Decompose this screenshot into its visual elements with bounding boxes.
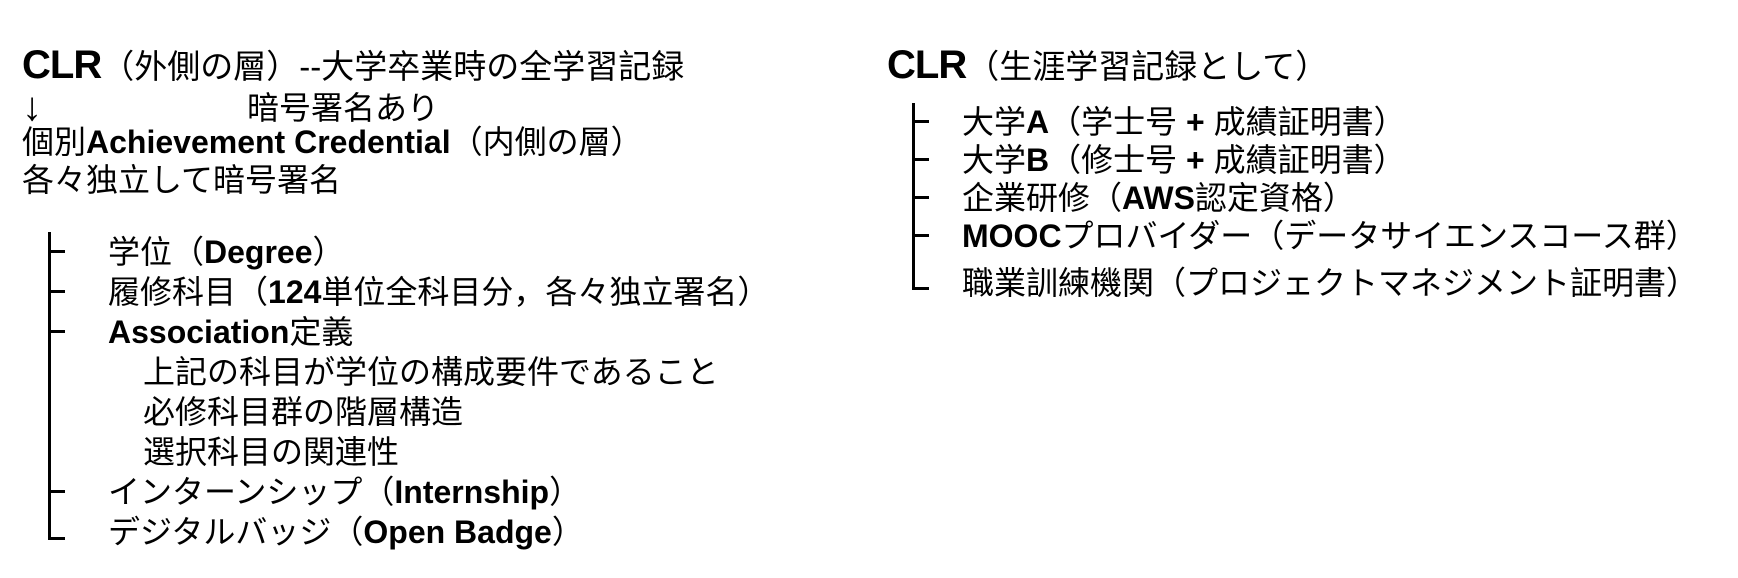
text-segment: B [1026,142,1050,178]
text-segment: MOOC [962,218,1062,254]
text-segment: ） [551,514,584,550]
text-segment: 大学 [962,104,1027,140]
text-segment: Degree [204,234,313,270]
tree-item-label: 選択科目の関連性 [143,434,399,470]
text-segment: ） [312,234,345,270]
tree-item: 職業訓練機関（プロジェクトマネジメント証明書） [912,264,1738,302]
branch-tick-icon [48,290,65,293]
text-segment: インターンシップ（ [108,474,395,510]
text-segment: 選択科目の関連性 [143,434,400,470]
tree-item-label: Association定義 [108,314,353,350]
text-segment: 認定資格） [1194,180,1355,216]
tree-item: MOOCプロバイダー（データサイエンスコース群） [912,217,1738,255]
tree-item-label: MOOCプロバイダー（データサイエンスコース群） [962,218,1698,254]
text-segment: AWS [1122,180,1195,216]
text-segment: + [1186,104,1205,140]
tree-item-label: 履修科目（124単位全科目分，各々独立署名） [108,274,769,310]
tree-item: 必修科目群の階層構造 [48,392,868,432]
right-title-text: （生涯学習記録として） [966,48,1329,85]
tree-item: 大学B（修士号 + 成績証明書） [912,141,1738,179]
text-segment: Open Badge [363,514,552,550]
text-segment: 職業訓練機関（プロジェクトマネジメント証明書） [962,265,1699,301]
tree-item: インターンシップ（Internship） [48,472,868,512]
text-segment: 124 [268,274,322,310]
left-panel-title: CLR（外側の層）--大学卒業時の全学習記録 [22,40,684,88]
text-segment: 履修科目（ [108,274,269,310]
text-segment: 上記の科目が学位の構成要件であること [143,354,719,390]
tree-item-label: 職業訓練機関（プロジェクトマネジメント証明書） [962,265,1698,301]
tree-item: Association定義 [48,312,868,352]
text-segment: 単位全科目分，各々独立署名） [321,274,770,310]
crypto-signature-note: 暗号署名あり [247,90,440,126]
tree-item: 履修科目（124単位全科目分，各々独立署名） [48,272,868,312]
text-segment: プロバイダー（データサイエンスコース群） [1061,218,1698,254]
text-segment: 必修科目群の階層構造 [143,394,464,430]
inner-layer-line: 個別Achievement Credential（内側の層） [22,124,643,161]
tree-item-label: 企業研修（AWS認定資格） [962,180,1355,216]
lifelong-record-tree: 大学A（学士号 + 成績証明書）大学B（修士号 + 成績証明書）企業研修（AWS… [912,103,1738,302]
tree-item-label: デジタルバッジ（Open Badge） [108,514,584,550]
text-segment: Achievement Credential [86,124,451,160]
branch-tick-icon [912,120,929,123]
tree-item: 上記の科目が学位の構成要件であること [48,352,868,392]
text-segment: 学位（ [108,234,205,270]
text-segment: A [1026,104,1050,140]
tree-item-label: 学位（Degree） [108,234,345,270]
text-segment: デジタルバッジ（ [108,514,364,550]
graduation-credential-tree: 学位（Degree）履修科目（124単位全科目分，各々独立署名）Associat… [48,232,868,552]
text-segment: + [1186,142,1205,178]
down-arrow-icon: ↓ [22,85,42,129]
tree-item-label: インターンシップ（Internship） [108,474,581,510]
tree-item-label: 大学B（修士号 + 成績証明書） [962,142,1406,178]
text-segment: 企業研修（ [962,180,1123,216]
tree-item: 学位（Degree） [48,232,868,272]
branch-tick-icon [48,250,65,253]
tree-connector-line [48,232,65,540]
text-segment: Association [108,314,290,350]
tree-item-label: 大学A（学士号 + 成績証明書） [962,104,1406,140]
tree-item: デジタルバッジ（Open Badge） [48,512,868,552]
tree-item-label: 必修科目群の階層構造 [143,394,463,430]
tree-item-label: 上記の科目が学位の構成要件であること [143,354,719,390]
text-segment: 大学 [962,142,1027,178]
text-segment: （学士号 [1049,104,1187,140]
branch-tick-icon [48,330,65,333]
tree-item: 選択科目の関連性 [48,432,868,472]
branch-tick-icon [912,196,929,199]
clr-acronym: CLR [887,43,967,87]
tree-item: 大学A（学士号 + 成績証明書） [912,103,1738,141]
text-segment: ） [549,474,582,510]
text-segment: 成績証明書） [1204,104,1406,140]
branch-tick-icon [912,158,929,161]
text-segment: 定義 [289,314,354,350]
independent-signature-line: 各々独立して暗号署名 [22,162,342,198]
branch-tick-icon [912,234,929,237]
arrow-row: ↓ 暗号署名あり [22,85,439,129]
text-segment: 個別 [22,124,87,160]
clr-acronym: CLR [22,43,102,87]
text-segment: （内側の層） [450,124,643,160]
tree-item: 企業研修（AWS認定資格） [912,179,1738,217]
text-segment: Internship [394,474,550,510]
right-panel-title: CLR（生涯学習記録として） [887,40,1328,88]
text-segment: （修士号 [1049,142,1187,178]
branch-tick-icon [48,490,65,493]
text-segment: 成績証明書） [1204,142,1406,178]
left-title-text: （外側の層）--大学卒業時の全学習記録 [101,48,685,85]
